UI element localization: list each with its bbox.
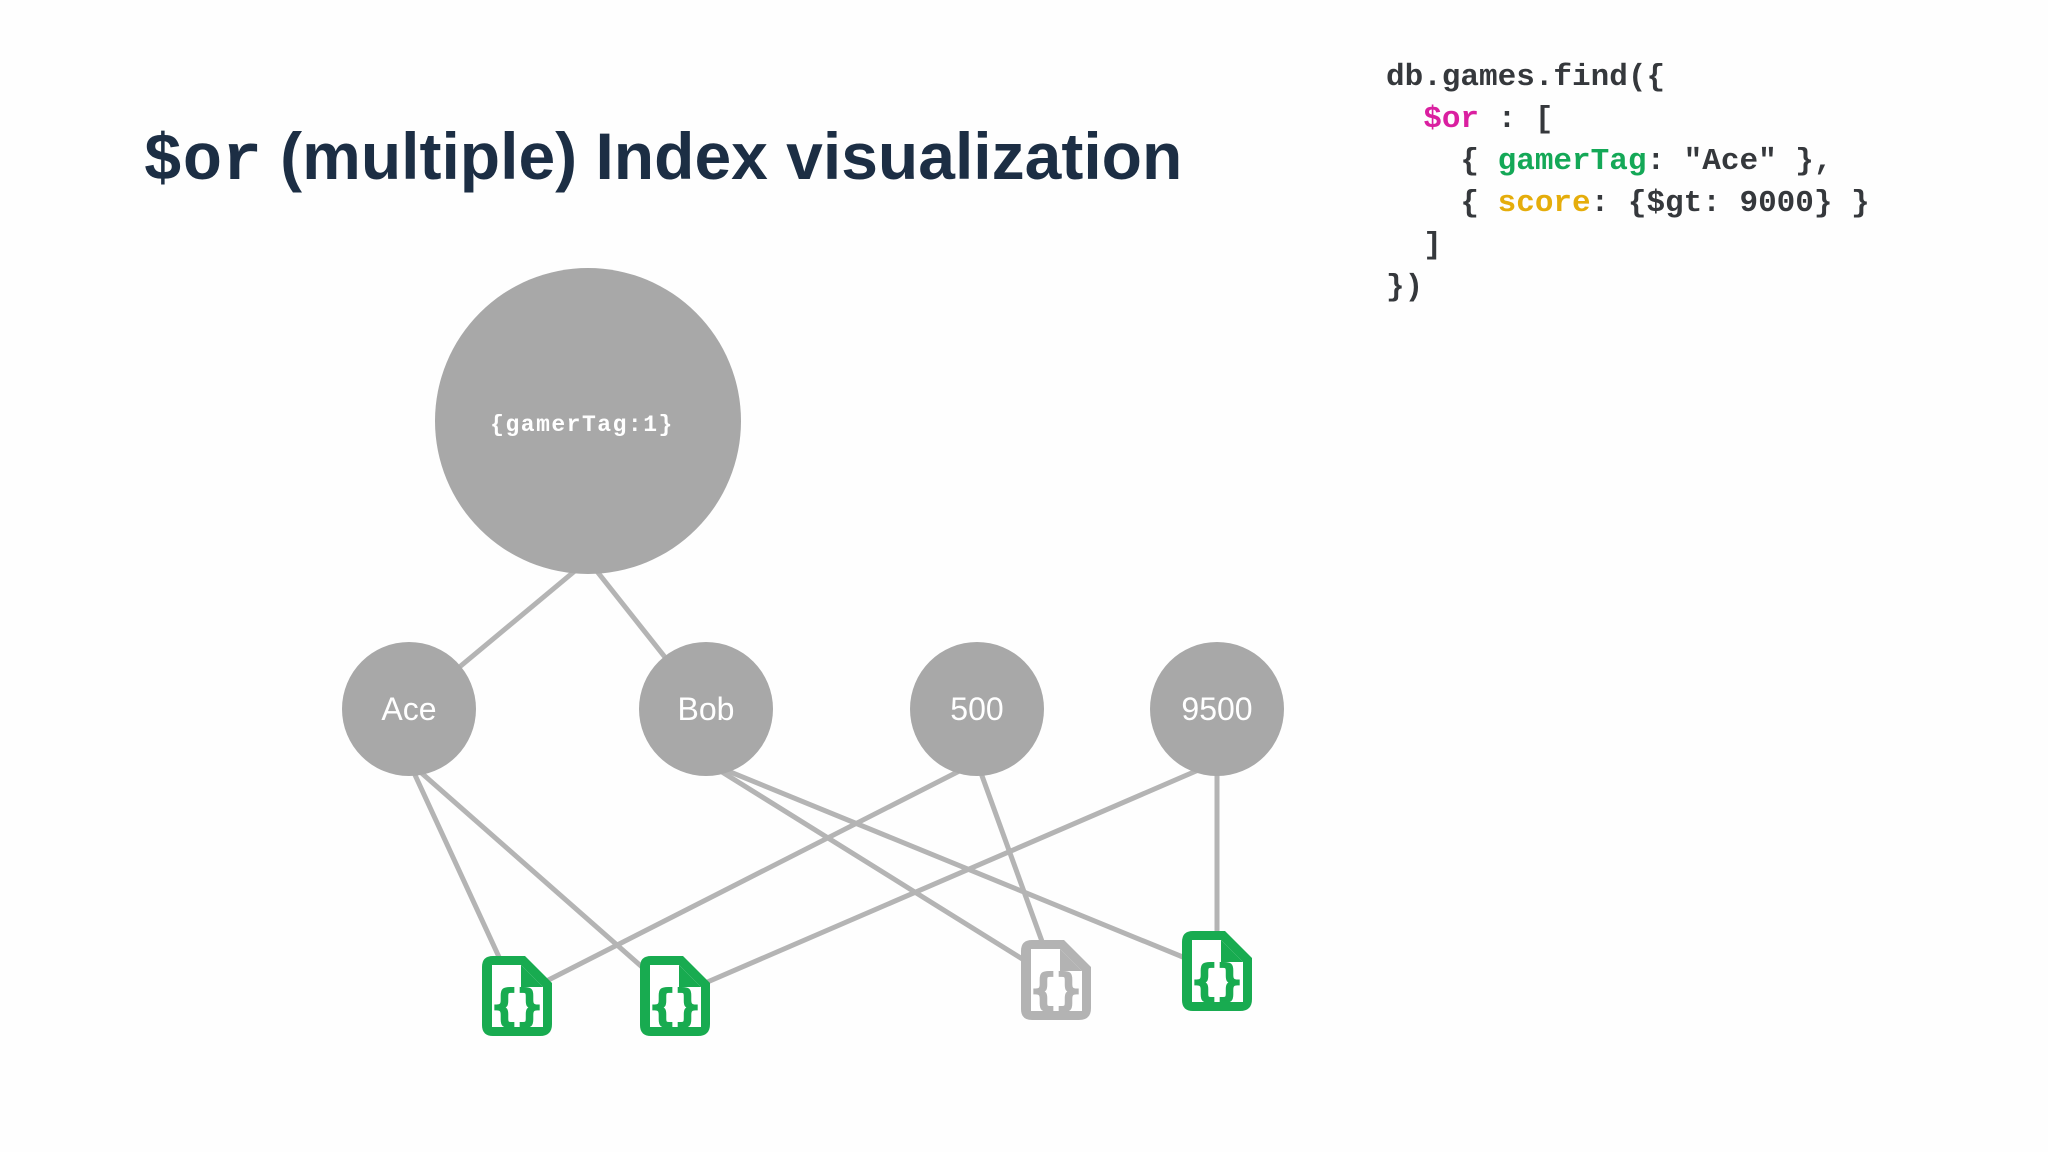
query-code-block: db.games.find({ $or : [ { gamerTag: "Ace… — [1386, 57, 1870, 309]
code-token-highlight: gamerTag — [1497, 144, 1647, 179]
index-node-500 — [910, 642, 1044, 776]
code-line-6: }) — [1386, 267, 1870, 309]
index-node-bob — [639, 642, 773, 776]
index-node-label-9500: 9500 — [1181, 691, 1252, 727]
document-icon-doc3-not-matched: {} — [1021, 940, 1091, 1020]
edge-bob-doc3 — [704, 759, 1058, 983]
code-line-4: { score: {$gt: 9000} } — [1386, 183, 1870, 225]
page-title: $or (multiple) Index visualization — [143, 118, 1182, 199]
document-fold-corner — [1060, 949, 1082, 971]
edge-ace-doc2 — [407, 760, 677, 998]
braces-icon: {} — [492, 981, 543, 1030]
code-token: { — [1386, 186, 1498, 221]
document-fold-corner — [1221, 940, 1243, 962]
index-node-label-bob: Bob — [678, 691, 735, 727]
code-token-highlight: score — [1497, 186, 1591, 221]
code-token-highlight: $or — [1423, 102, 1480, 137]
code-token: ] — [1386, 228, 1442, 263]
title-code-part: $or — [143, 124, 262, 199]
index-root-label: {gamerTag:1} — [490, 412, 674, 438]
code-token: db.games.find({ — [1386, 60, 1666, 95]
document-icon-doc2-matched: {} — [640, 956, 710, 1036]
code-token: : {$gt: 9000} } — [1590, 186, 1870, 221]
code-token: : "Ace" }, — [1646, 144, 1833, 179]
code-line-1: db.games.find({ — [1386, 57, 1870, 99]
code-line-5: ] — [1386, 225, 1870, 267]
code-line-3: { gamerTag: "Ace" }, — [1386, 141, 1870, 183]
edge-n500-doc1 — [515, 759, 979, 999]
code-line-2: $or : [ — [1386, 99, 1870, 141]
braces-icon: {} — [1031, 965, 1082, 1014]
edge-n9500-doc2 — [674, 759, 1218, 999]
document-icon-doc1-matched: {} — [482, 956, 552, 1036]
document-fold-corner — [679, 965, 701, 987]
index-root-node — [435, 268, 741, 574]
braces-icon: {} — [1192, 956, 1243, 1005]
edge-bob-doc4 — [705, 759, 1218, 974]
index-node-label-ace: Ace — [381, 691, 436, 727]
code-token: }) — [1386, 270, 1424, 305]
document-fold-corner — [521, 965, 543, 987]
index-node-ace — [342, 642, 476, 776]
braces-icon: {} — [650, 981, 701, 1030]
code-token: { — [1386, 144, 1498, 179]
index-node-9500 — [1150, 642, 1284, 776]
title-text-part: (multiple) Index visualization — [261, 119, 1183, 193]
document-icon-doc4-matched: {} — [1182, 931, 1252, 1011]
code-token: : [ — [1479, 102, 1554, 137]
index-node-label-500: 500 — [950, 691, 1003, 727]
